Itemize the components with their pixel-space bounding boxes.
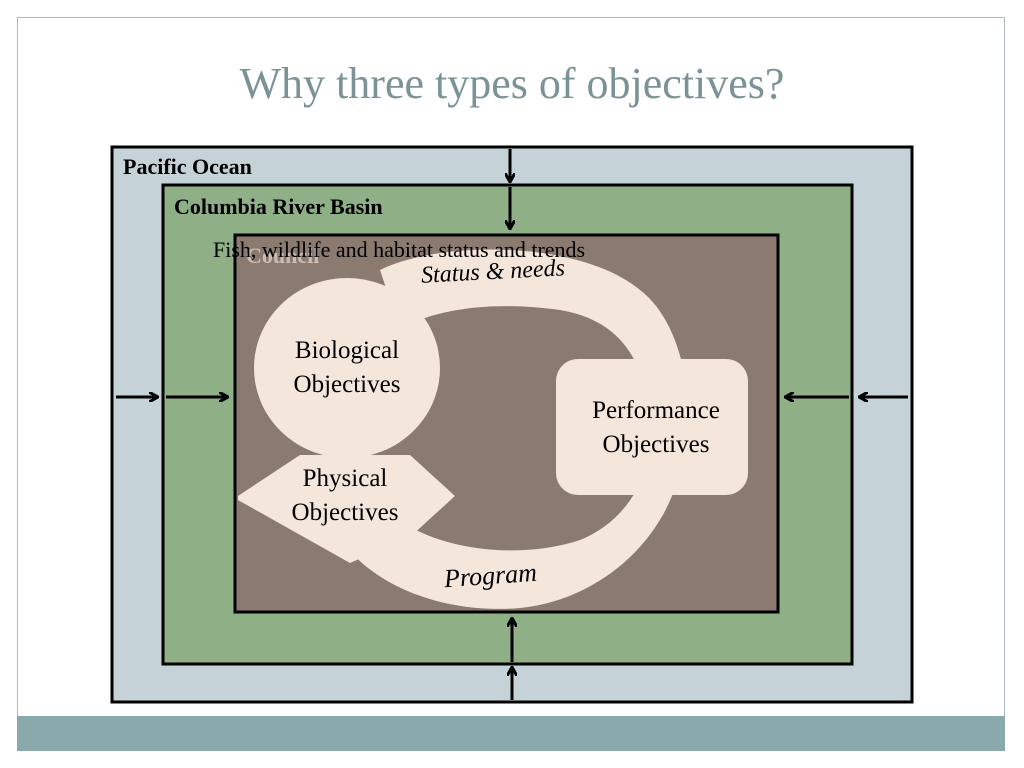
- footer-band: [17, 716, 1005, 751]
- slide-title: Why three types of objectives?: [239, 59, 785, 108]
- ocean-label: Pacific Ocean: [123, 154, 252, 179]
- basin-label: Columbia River Basin: [174, 194, 383, 219]
- biological-line-1: Biological: [294, 337, 400, 364]
- physical-line-1: Physical: [302, 465, 388, 492]
- performance-shape: [556, 359, 748, 495]
- biological-objectives: Biological Objectives: [264, 334, 430, 402]
- performance-line-1: Performance: [592, 397, 720, 424]
- performance-line-2: Objectives: [602, 431, 710, 458]
- physical-objectives: Physical Objectives: [262, 462, 428, 530]
- biological-line-2: Objectives: [293, 371, 401, 398]
- biological-shape: [254, 278, 440, 458]
- performance-objectives: Performance Objectives: [566, 394, 746, 462]
- physical-shape: [238, 455, 455, 563]
- council-label: Council: [246, 243, 320, 268]
- cycle-ring: [345, 249, 688, 609]
- physical-line-2: Objectives: [291, 499, 399, 526]
- status-trends-caption: Fish, wildlife and habitat status and tr…: [213, 237, 586, 262]
